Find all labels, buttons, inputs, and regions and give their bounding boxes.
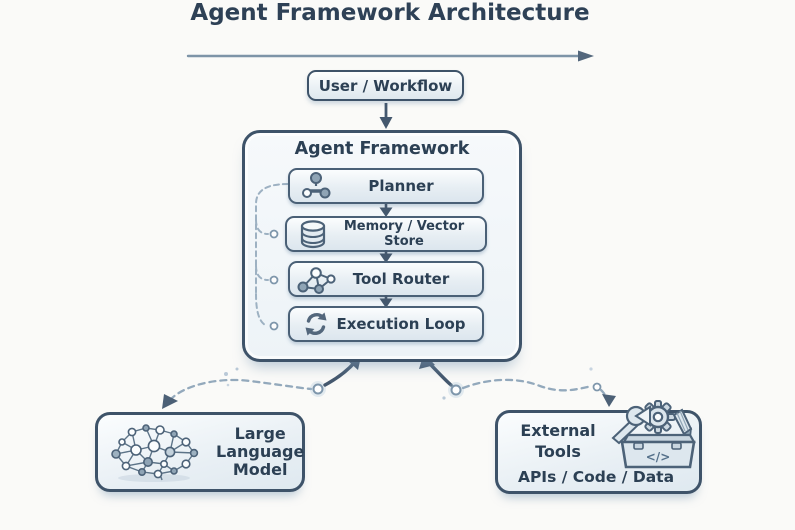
external-tools-box: External Tools APIs / Code / Data — [495, 400, 702, 494]
llm-label-line1: Large — [234, 423, 286, 443]
framework-feedback-dashed-connector — [255, 183, 289, 331]
llm-box: Large Language Model — [95, 412, 305, 492]
external-tools-line1: External — [520, 421, 596, 440]
user-workflow-label: User / Workflow — [318, 76, 453, 95]
database-icon — [293, 219, 333, 249]
tree-nodes-icon — [296, 172, 336, 200]
external-tools-label: External Tools — [508, 421, 608, 463]
code-glyph: </> — [646, 450, 671, 464]
wrench-icon — [611, 405, 651, 445]
external-tools-sublabel: APIs / Code / Data — [517, 468, 675, 486]
title-underline-arrow — [186, 50, 594, 62]
toolbox-icon: </> — [586, 399, 700, 475]
module-execution-loop: Execution Loop — [288, 306, 484, 342]
module-tool-router-label: Tool Router — [352, 270, 450, 288]
arrow-user-to-framework — [379, 103, 393, 129]
llm-label: Large Language Model — [216, 423, 305, 480]
llm-label-line3: Model — [232, 460, 288, 480]
module-planner: Planner — [288, 168, 484, 204]
brain-network-icon — [102, 420, 214, 484]
module-execution-loop-label: Execution Loop — [336, 315, 466, 333]
module-tool-router: Tool Router — [288, 261, 484, 297]
external-tools-line2: Tools — [535, 441, 581, 461]
llm-tools-connection-curves — [162, 352, 616, 409]
llm-label-line2: Language — [216, 441, 305, 461]
module-planner-label: Planner — [368, 177, 434, 195]
module-memory-vector-store: Memory / Vector Store — [285, 216, 487, 252]
arrow-router-to-exec — [379, 295, 393, 308]
arrowhead-to-llm — [162, 394, 178, 409]
user-workflow-box: User / Workflow — [307, 70, 464, 101]
arrow-planner-to-memory — [379, 204, 393, 217]
arrowhead-to-tools — [602, 394, 616, 407]
network-graph-icon — [296, 264, 336, 294]
agent-framework-title: Agent Framework — [294, 139, 470, 159]
toolbox-body: </> — [620, 433, 696, 469]
module-memory-label: Memory / Vector Store — [343, 219, 465, 249]
arrow-memory-to-router — [379, 250, 393, 263]
sync-loop-icon — [296, 309, 336, 339]
diagram-title: Agent Framework Architecture — [190, 0, 590, 26]
